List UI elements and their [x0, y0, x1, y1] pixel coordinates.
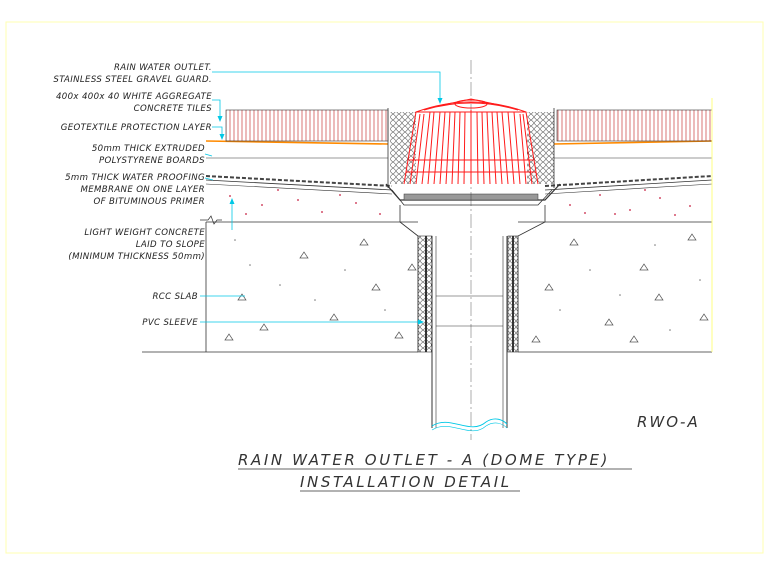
leader-lines	[200, 71, 441, 323]
label-tiles-line1: 400x 400x 40 WHITE AGGREGATE	[56, 92, 212, 102]
label-boards-line2: POLYSTYRENE BOARDS	[99, 156, 205, 166]
leader-boards	[204, 153, 213, 157]
sheet-border	[5, 21, 764, 554]
leader-tiles	[212, 99, 221, 118]
label-rcc: RCC SLAB	[152, 292, 198, 302]
label-outlet-line1: RAIN WATER OUTLET.	[114, 63, 212, 73]
label-tiles-line2: CONCRETE TILES	[134, 104, 213, 114]
dome-grate	[403, 98, 539, 185]
leader-outlet	[212, 71, 441, 100]
roof-section	[142, 109, 713, 353]
title-line1: RAIN WATER OUTLET - A (DOME TYPE)	[238, 451, 610, 469]
outlet-assembly	[385, 60, 561, 440]
label-concrete-line2: LAID TO SLOPE	[136, 240, 205, 250]
title-line2: INSTALLATION DETAIL	[300, 473, 512, 491]
leader-membrane	[204, 177, 214, 181]
label-membrane-line3: OF BITUMINOUS PRIMER	[93, 197, 205, 207]
label-membrane-line2: MEMBRANE ON ONE LAYER	[80, 185, 205, 195]
label-concrete-line1: LIGHT WEIGHT CONCRETE	[84, 228, 205, 238]
break-marker	[200, 215, 222, 225]
label-outlet-line2: STAINLESS STEEL GRAVEL GUARD.	[53, 75, 212, 85]
label-geotextile: GEOTEXTILE PROTECTION LAYER	[61, 123, 212, 133]
detail-tag: RWO-A	[637, 413, 700, 431]
label-sleeve: PVC SLEEVE	[142, 318, 198, 328]
label-membrane-line1: 5mm THICK WATER PROOFING	[65, 173, 205, 183]
leader-geotextile	[212, 126, 223, 136]
label-boards-line1: 50mm THICK EXTRUDED	[92, 144, 205, 154]
label-concrete-line3: (MINIMUM THICKNESS 50mm)	[68, 252, 205, 262]
